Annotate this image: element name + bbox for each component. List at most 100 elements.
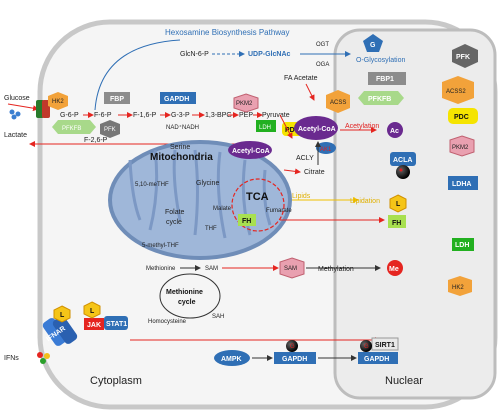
thf-label: THF	[205, 226, 217, 232]
g3p-label: G-3-P	[171, 112, 190, 119]
g-ball-nuc-label: G	[364, 344, 369, 350]
mito-acetyl-coa-node	[228, 141, 272, 159]
fbp-box	[104, 92, 130, 104]
nuc-pkm2-label: PKM2	[452, 145, 469, 151]
acetylation-label: Acetylation	[345, 123, 379, 130]
gapdh-cyto-box	[274, 352, 316, 364]
udp-glcnac-label: UDP-GlcNAc	[248, 51, 291, 58]
gapdh-label: GAPDH	[164, 96, 189, 103]
lipids-label: Lipids	[292, 193, 311, 200]
lipidation-label: Lipidation	[350, 198, 380, 205]
methyl-thf-label: 5-methyl-THF	[142, 243, 179, 249]
methylation-label: Methylation	[318, 266, 354, 273]
l-hex-stat	[83, 301, 101, 319]
nuc-acla-label: ACLA	[393, 157, 412, 164]
folate-label: Folate	[165, 209, 185, 216]
l-hex-stat-2-label: L	[60, 312, 65, 319]
methionine-cycle-title: Methionine	[166, 289, 203, 296]
ac-label: Ac	[390, 128, 399, 135]
malate-label: Malate	[213, 206, 232, 212]
l-hex-stat-label: L	[90, 308, 95, 315]
pkm2-label: PKM2	[236, 101, 253, 107]
bpg-label: 1,3-BPG	[205, 112, 232, 119]
cytoplasm-label: Cytoplasm	[90, 375, 142, 387]
acetyl-coa-node	[294, 116, 338, 140]
nuc-fbp1-box	[368, 72, 406, 85]
f16p-label: F-1,6-P	[133, 112, 157, 119]
nuc-ldh-label: LDH	[455, 242, 469, 249]
methionine-label: Methionine	[146, 266, 176, 272]
gapdh-nuc-box	[358, 352, 398, 364]
g-ball-cyto	[286, 340, 298, 352]
hk2-node	[48, 92, 68, 110]
folate-cycle-label: cycle	[166, 219, 182, 226]
ifnar-receptor	[42, 318, 68, 346]
glucose-label: Glucose	[4, 95, 30, 102]
g6p-label: G-6-P	[60, 112, 79, 119]
nuc-pdc-box	[448, 108, 478, 124]
pyruvate-label: Pyruvate	[262, 112, 290, 119]
nuc-pfk-node	[452, 44, 478, 68]
nuclear-label: Nuclear	[385, 375, 423, 387]
ldh-label: LDH	[259, 125, 271, 131]
g-pentagon-label: G	[370, 42, 376, 49]
lactate-label: Lactate	[4, 132, 27, 139]
gapdh-box	[160, 92, 196, 104]
stat1-box	[104, 316, 128, 330]
nuc-acla-ball	[396, 165, 410, 179]
fbp-label: FBP	[110, 96, 124, 103]
fh-mito-box	[238, 214, 256, 226]
nuc-fh-box	[388, 215, 406, 228]
mitochondria-label: Mitochondria	[150, 152, 213, 163]
hexosamine-curve	[94, 39, 181, 111]
nuc-acla-box	[390, 152, 416, 166]
nuc-ldh-box	[452, 238, 474, 251]
cristae	[128, 149, 272, 239]
ac-node	[387, 122, 403, 138]
ak1-label: AK1	[320, 147, 332, 153]
nuc-ldha-label: LDHA	[452, 181, 471, 188]
gapdh-cyto-label: GAPDH	[282, 356, 307, 363]
l-hex-lipid-label: L	[396, 201, 401, 208]
ldh-box	[256, 120, 276, 132]
tca-label: TCA	[246, 191, 269, 203]
stat1-label: STAT1	[106, 321, 127, 328]
ogt-label: OGT	[316, 42, 329, 48]
methionine-cycle-sub: cycle	[178, 299, 196, 306]
sam-node	[279, 257, 305, 279]
pdc-label: PDC	[285, 127, 300, 134]
glcn6p-label: GlcN-6-P	[180, 51, 209, 58]
nuc-pdc-label: PDC	[454, 114, 469, 121]
methf-label: 5,10-meTHF	[135, 182, 169, 188]
sah-label: SAH	[212, 314, 224, 320]
fh-mito-label: FH	[242, 218, 251, 225]
methionine-cycle-ring	[159, 273, 221, 319]
fa-acetate-label: FA Acetate	[284, 75, 318, 82]
nad-label: NAD⁺	[166, 124, 182, 131]
mito-acetyl-coa-label: Acetyl-CoA	[232, 148, 270, 155]
pfkfb-node	[52, 120, 96, 134]
tca-cycle-ring	[231, 178, 285, 232]
acly-label: ACLY	[296, 155, 314, 162]
nuc-fh-label: FH	[392, 220, 401, 227]
nuc-pfkfb-label: PFKFB	[368, 96, 391, 103]
nuc-ldha-box	[448, 176, 478, 190]
sirt1-box	[371, 337, 399, 351]
me-node	[387, 260, 403, 276]
ampk-label: AMPK	[221, 356, 242, 363]
acetyl-coa-label: Acetyl-CoA	[298, 126, 336, 133]
ampk-node	[214, 350, 250, 366]
jak-box	[84, 318, 104, 330]
nuc-pfk-label: PFK	[456, 54, 470, 61]
acss-node	[326, 90, 350, 113]
fumarate-label: Fumarate	[266, 208, 292, 214]
homocysteine-label: Homocysteine	[148, 319, 187, 325]
l-hex-stat-2	[53, 305, 71, 323]
pfk-node	[100, 120, 120, 138]
pkm2-node	[233, 93, 259, 113]
gapdh-nuc-label: GAPDH	[364, 356, 389, 363]
g-pentagon	[363, 34, 383, 52]
f6p-label: F-6-P	[94, 112, 112, 119]
